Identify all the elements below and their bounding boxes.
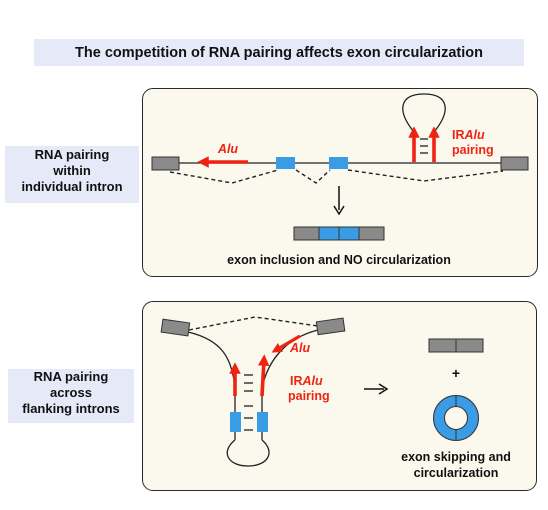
panel1-label-line-3: individual intron [21, 179, 123, 194]
splice-dashes-left [169, 169, 279, 184]
result-line-1: exon skipping and [401, 450, 511, 464]
skipped-exon-right [455, 338, 484, 353]
flanking-exon-left-2 [160, 318, 191, 337]
iralu-label: IRAlu [452, 128, 485, 142]
skipped-exon-left [428, 338, 457, 353]
iralu-italic-2: Alu [302, 374, 324, 388]
bottom-loop [226, 439, 270, 467]
panel2-diagram: Alu IRAlu pairing + exon skipping and ci… [160, 316, 511, 480]
stem-exon-right [257, 412, 268, 432]
panel1-diagram: Alu IRAlu pairing exon inclusion and NO … [151, 93, 529, 267]
result-line-2: circularization [414, 466, 499, 480]
result-label: exon inclusion and NO circularization [227, 253, 451, 267]
panel2-label-line-3: flanking introns [22, 401, 120, 416]
panel1-side-label: RNA pairing within individual intron [5, 146, 139, 203]
splice-dashes-middle [295, 169, 331, 184]
iralu-arrow-right-2 [257, 354, 270, 397]
panel2-side-label: RNA pairing across flanking introns [8, 369, 134, 423]
alu-arrow-diagonal [271, 334, 301, 353]
mrna-exon-blue-2 [338, 226, 360, 241]
panel-within-intron [142, 88, 538, 277]
blue-exon-2 [329, 157, 348, 169]
iralu-italic: Alu [464, 128, 486, 142]
pairing-label-2: pairing [288, 389, 330, 403]
intron-line-left [187, 331, 236, 389]
mrna-exon-blue-1 [318, 226, 340, 241]
circrna-inner-edge [444, 406, 468, 430]
title-banner: The competition of RNA pairing affects e… [34, 39, 524, 66]
iralu-prefix-2: IR [290, 374, 303, 388]
splice-dashes-right [347, 169, 504, 182]
result-arrow-head [333, 205, 345, 216]
flanking-exon-right [500, 156, 529, 171]
panel1-label-line-2: within [53, 163, 91, 178]
iralu-label-2: IRAlu [290, 374, 323, 388]
flanking-exon-right-2 [315, 317, 346, 336]
hairpin-loop [402, 93, 446, 150]
panel2-label-line-1: RNA pairing [33, 369, 109, 384]
result-arrow-right-head [378, 383, 389, 395]
panel1-label-line-1: RNA pairing [34, 147, 110, 162]
panel-across-introns [142, 301, 537, 491]
diagram-title: The competition of RNA pairing affects e… [75, 44, 483, 61]
alu-label-2: Alu [289, 341, 311, 355]
stem-exon-left [230, 412, 241, 432]
blue-exon-1 [276, 157, 295, 169]
mrna-exon-left [293, 226, 320, 241]
pairing-label: pairing [452, 143, 494, 157]
alu-label: Alu [217, 142, 239, 156]
skip-dashes [188, 316, 319, 331]
plus-label: + [452, 365, 460, 381]
panel2-label-line-2: across [50, 385, 92, 400]
iralu-prefix: IR [452, 128, 465, 142]
flanking-exon-left [151, 156, 180, 171]
mrna-exon-right [358, 226, 385, 241]
